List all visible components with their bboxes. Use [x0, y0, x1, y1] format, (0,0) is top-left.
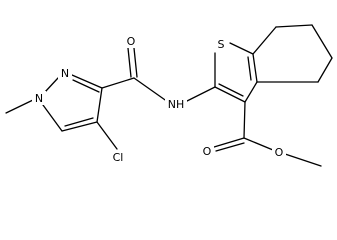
bond-c7a-c3a: [252, 53, 258, 83]
bond-s-c7a: [229, 42, 254, 55]
bond-methyl-n1: [5, 99, 34, 114]
atom-label-o-amide: O: [127, 35, 136, 48]
bond-c4-c5-double: [64, 117, 94, 127]
bond-c7a-c3a-double: [247, 56, 252, 81]
atom-labels: Cl N N O NH S O O: [32, 34, 286, 164]
atom-label-n-methyl-pyrazole: N: [35, 92, 43, 105]
molecule-structure-diagram: Cl N N O NH S O O: [5, 24, 333, 167]
bond-c7a-c7: [252, 26, 277, 55]
atom-label-cl: Cl: [113, 151, 124, 164]
atom-label-nh: NH: [168, 98, 185, 111]
bond-camide-nh: [133, 77, 169, 103]
atom-label-n-ring: N: [61, 67, 69, 80]
bond-c3-c2: [214, 86, 246, 103]
bond-c3-c4: [96, 87, 103, 123]
bond-n2-c3: [71, 74, 103, 89]
bond-c3-c2-double: [218, 83, 244, 97]
bond-n1-n2: [44, 77, 59, 93]
atom-label-o-ester: O: [275, 146, 284, 159]
bond-c3-cester: [243, 101, 246, 139]
bond-n2-c3-double: [72, 79, 100, 93]
bond-c7-c6: [275, 24, 313, 28]
atom-label-o-carbonyl: O: [203, 145, 212, 158]
bond-c4-c5: [61, 121, 98, 132]
bond-cester-o-double: [215, 142, 245, 152]
bond-cester-o: [213, 137, 245, 148]
bond-c3a-c3: [244, 81, 258, 103]
bond-c5-c4: [317, 57, 333, 83]
bond-camide-o: [127, 47, 132, 78]
bond-nh-c2: [184, 86, 216, 103]
bond-oester-methyl: [284, 153, 322, 167]
bonds: [5, 24, 333, 167]
bond-c3-camide: [101, 77, 135, 89]
atom-label-s: S: [218, 38, 225, 51]
bond-c4-cl: [96, 121, 118, 150]
bond-c5-n1: [42, 104, 63, 132]
bond-cester-oester: [243, 137, 274, 151]
bond-c6-c5: [311, 24, 333, 59]
bond-camide-o-double: [133, 47, 138, 78]
